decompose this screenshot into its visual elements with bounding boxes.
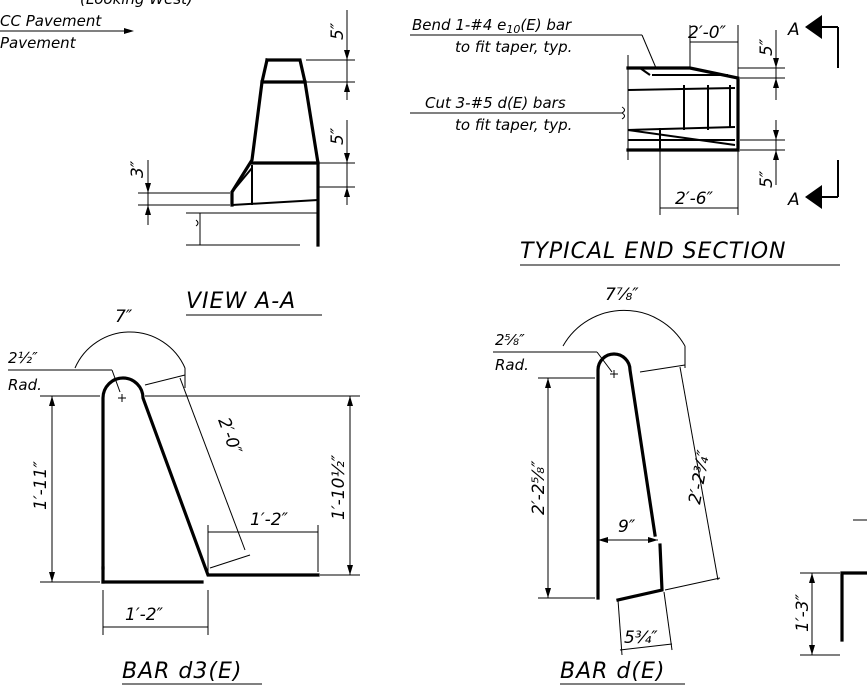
dim-1ft-11in: 1′-11″ — [31, 461, 51, 510]
section-arrow-top — [805, 15, 822, 39]
arc-dim — [562, 309, 686, 347]
rebar-line — [627, 87, 736, 91]
bar-d3-shape — [101, 376, 320, 577]
barrier-chamfer — [231, 167, 253, 193]
pavement-slope — [231, 199, 319, 206]
dim-7in: 7″ — [115, 307, 133, 327]
dim-2ft-2-5-8: 2′-2⅝″ — [529, 460, 549, 515]
dim-9in: 9″ — [618, 517, 636, 537]
dim-base: 1′-2″ — [125, 605, 164, 625]
bar-hook — [639, 67, 651, 76]
end-section-title: TYPICAL END SECTION — [520, 239, 787, 264]
radius-leader — [596, 351, 613, 373]
pavement-arrow — [124, 28, 134, 34]
bar-d-hook — [616, 543, 664, 602]
dim-1ft-3in: 1′-3″ — [793, 593, 813, 632]
dim-arrow — [773, 130, 779, 140]
dim-arrow — [773, 58, 779, 68]
dim-arrow — [344, 153, 350, 163]
ext-line — [144, 374, 186, 386]
ext-line — [617, 599, 623, 656]
radius-label: 2½″ — [8, 349, 38, 367]
dim-2ft-6in: 2′-6″ — [675, 189, 714, 209]
rebar-line — [627, 126, 736, 131]
dim-arrow — [545, 588, 551, 598]
partial-bar-shape — [840, 571, 867, 642]
typical-end-section: Bend 1-#4 e10(E) bar to fit taper, typ. … — [410, 15, 840, 266]
dim-5-3-4: 5¾″ — [624, 628, 658, 648]
section-mark-top: A — [787, 20, 800, 40]
radius-leader — [111, 369, 121, 393]
section-arrow-bottom — [805, 185, 822, 209]
ext-line — [663, 591, 673, 651]
note-leader — [641, 34, 657, 69]
barrier-face — [230, 58, 269, 207]
dim-arrow — [344, 50, 350, 60]
dim-arrow — [145, 183, 151, 193]
dim-arrow — [347, 396, 353, 406]
dim-2ft-0in: 2′-0″ — [688, 23, 727, 43]
taper-line — [627, 129, 736, 146]
note-squiggle — [621, 106, 625, 120]
note-cut-line2: to fit taper, typ. — [455, 116, 572, 134]
dim-5in-right-bottom: 5″ — [757, 170, 777, 188]
ext-line — [209, 554, 251, 569]
dim-arrow — [49, 396, 55, 406]
dim-line-diag — [679, 366, 719, 581]
bar-d: 7⅞″ 2⅝″ Rad. 2′-2⅝″ 2′-2¾″ 9″ 5¾″ BAR d(… — [493, 285, 721, 685]
dim-2ft-2-3-4: 2′-2¾″ — [685, 448, 714, 506]
dim-2ft-0in-diag: 2′-0″ — [213, 415, 245, 458]
looking-west-label: (Looking West) — [80, 0, 193, 8]
dim-arrow — [545, 378, 551, 388]
pavement-label: Pavement — [0, 34, 77, 52]
dim-arrow — [49, 572, 55, 582]
dim-1ft-10-half: 1′-10½″ — [329, 454, 349, 520]
top-left-labels: (Looking West) CC Pavement Pavement — [0, 0, 193, 52]
dim-arrow — [809, 573, 815, 583]
radius-rad-label: Rad. — [495, 356, 529, 374]
dim-foot: 1′-2″ — [250, 510, 289, 530]
barrier-outline — [265, 58, 320, 247]
dim-3in: 3″ — [128, 160, 148, 178]
radius-label: 2⅝″ — [495, 331, 525, 349]
section-mark-bottom: A — [787, 190, 800, 210]
dim-arrow — [773, 150, 779, 160]
cc-pavement-label: CC Pavement — [0, 12, 102, 30]
arc-dim — [74, 331, 186, 369]
dim-5in-right-top: 5″ — [757, 38, 777, 56]
dim-line-diag — [179, 377, 246, 551]
dim-arrow — [344, 187, 350, 197]
bar-d-title: BAR d(E) — [560, 659, 665, 684]
dim-arrow — [648, 537, 658, 543]
bar-d3: 7″ 2½″ Rad. 1′-11″ 2′-0″ 1′-10½″ 1′-2″ — [8, 307, 360, 685]
note-cut-line1: Cut 3-#5 d(E) bars — [425, 94, 566, 112]
dim-5in-top: 5″ — [328, 22, 348, 40]
view-aa: 5″ 5″ 3″ VIEW A-A — [128, 10, 355, 316]
note-bend-line2: to fit taper, typ. — [455, 38, 572, 56]
note-bend-line1: Bend 1-#4 e10(E) bar — [412, 16, 572, 36]
bar-d-shape — [596, 352, 657, 600]
dim-arrow — [145, 205, 151, 215]
bar-d3-title: BAR d3(E) — [122, 659, 242, 684]
dim-arrow — [344, 82, 350, 92]
dim-arrow — [347, 565, 353, 575]
dim-5in-mid: 5″ — [328, 127, 348, 145]
partial-bar: 1′-3″ — [793, 519, 867, 656]
radius-rad-label: Rad. — [8, 376, 42, 394]
break-symbol — [195, 219, 199, 227]
dim-arrow — [809, 645, 815, 655]
dim-line — [619, 643, 673, 651]
view-aa-title: VIEW A-A — [186, 289, 296, 314]
dim-arrow — [598, 537, 608, 543]
ext-line — [639, 364, 686, 373]
ext-line — [664, 577, 721, 591]
dim-7-7-8: 7⅞″ — [605, 285, 639, 305]
dim-arrow — [773, 78, 779, 88]
